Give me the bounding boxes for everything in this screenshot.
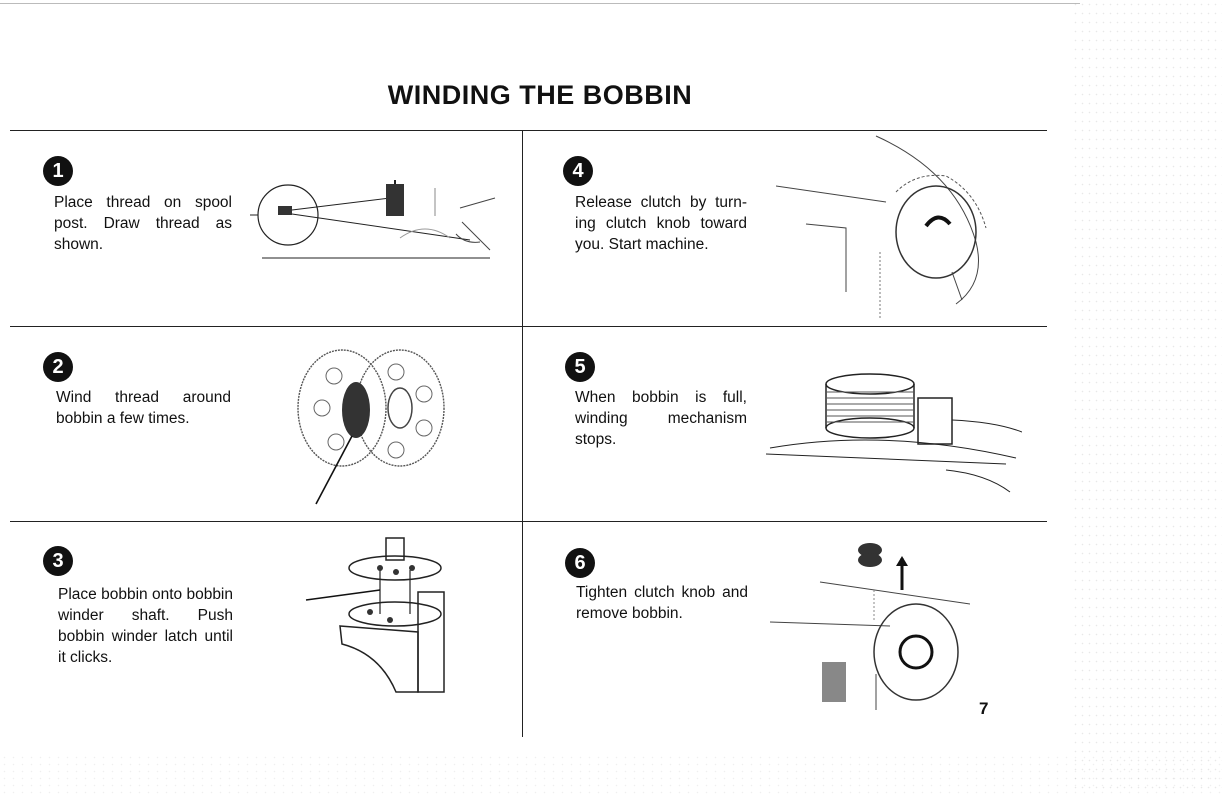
scan-noise-bottom	[0, 754, 1222, 794]
top-edge-line	[0, 3, 1080, 4]
step-5-text: When bobbin is full, winding mechanism s…	[575, 389, 747, 448]
divider-row1	[10, 326, 1047, 327]
page-number: 7	[979, 699, 989, 718]
remove-bobbin-illustration	[770, 543, 970, 710]
divider-row2	[10, 521, 1047, 522]
step-2-text: Wind thread around bobbin a few times.	[56, 389, 231, 427]
bobbin-winder-illustration	[305, 537, 445, 693]
full-bobbin-illustration	[766, 373, 1022, 493]
spool-thread-illustration	[250, 180, 496, 259]
step-3-number: 3	[43, 546, 73, 576]
step-4-text: Release clutch by turn-ing clutch knob t…	[575, 194, 747, 253]
step-3-text: Place bobbin onto bobbin winder shaft. P…	[58, 586, 233, 666]
page-title: WINDING THE BOBBIN	[387, 80, 693, 110]
step-1-number: 1	[43, 156, 73, 186]
divider-top	[10, 130, 1047, 131]
step-1-text: Place thread on spool post. Draw thread …	[54, 194, 232, 253]
bobbin-illustration	[297, 349, 445, 505]
scan-noise-right	[1072, 0, 1222, 794]
step-6-number: 6	[565, 548, 595, 578]
divider-center	[522, 130, 523, 737]
step-6-text: Tighten clutch knob and remove bobbin.	[576, 584, 748, 622]
step-4-number: 4	[563, 156, 593, 186]
step-2-number: 2	[43, 352, 73, 382]
clutch-knob-illustration	[776, 135, 987, 318]
step-5-number: 5	[565, 352, 595, 382]
